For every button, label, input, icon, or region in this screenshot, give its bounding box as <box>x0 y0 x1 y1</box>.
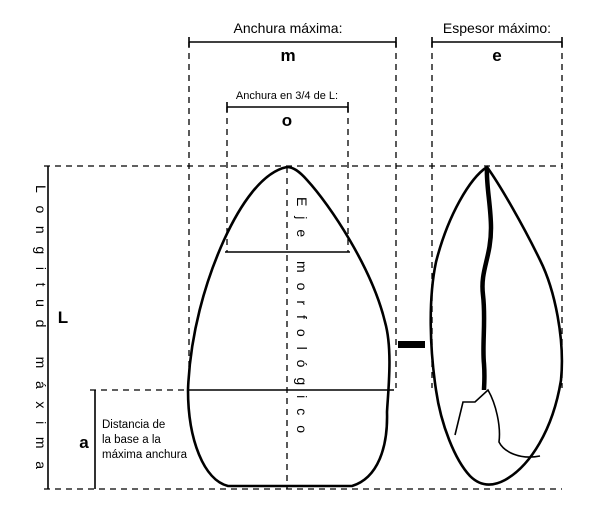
base-distance-var: a <box>79 433 89 452</box>
width-34-title: Anchura en 3/4 de L: <box>236 90 338 102</box>
width-max-var: m <box>280 46 295 65</box>
base-distance-line1: Distancia de <box>102 419 165 431</box>
biface-side-outline <box>429 165 564 486</box>
base-distance-line3: máxima anchura <box>102 449 188 461</box>
thickness-max-dimension: Espesor máximo: e <box>431 20 563 388</box>
biface-side-scar <box>454 388 541 458</box>
thickness-max-var: e <box>492 46 501 65</box>
width-34-var: o <box>282 111 292 130</box>
biface-side-ridge <box>480 167 494 391</box>
width-max-dimension: Anchura máxima: m <box>188 20 397 388</box>
width-max-title: Anchura máxima: <box>234 20 343 36</box>
view-separator-dash <box>398 341 425 348</box>
axis-label: Eje morfológico <box>294 197 310 433</box>
biface-front-view: Eje morfológico <box>186 165 394 489</box>
length-max-dimension: L Longitud máxima <box>33 166 68 489</box>
length-max-var: L <box>58 308 68 327</box>
biface-front-outline <box>186 165 391 488</box>
biface-side-view <box>429 165 564 486</box>
width-34-dimension: Anchura en 3/4 de L: o <box>226 90 349 252</box>
thickness-max-title: Espesor máximo: <box>443 20 551 36</box>
base-distance-line2: la base a la <box>102 434 161 446</box>
base-distance-dimension: a Distancia de la base a la máxima anchu… <box>79 390 188 489</box>
length-max-title: Longitud máxima <box>33 185 49 469</box>
